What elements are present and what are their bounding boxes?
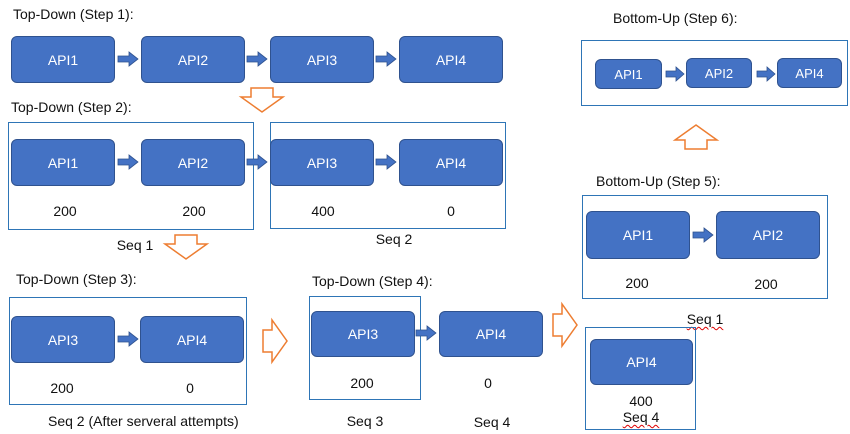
step1-api4-box: API4: [399, 36, 503, 83]
step5-title: Bottom-Up (Step 5):: [596, 173, 721, 189]
step3-arrow-icon: [117, 331, 139, 347]
step4-api3-value: 200: [350, 375, 374, 391]
step3-api3-value: 200: [50, 380, 74, 396]
step2-seq2-label: Seq 2: [375, 231, 413, 247]
step2-title: Top-Down (Step 2):: [11, 99, 132, 115]
step1-arrow-1-icon: [117, 51, 139, 67]
step2-api1-value: 200: [53, 203, 77, 219]
step3-title: Top-Down (Step 3):: [16, 271, 137, 287]
step6-api4-box: API4: [777, 58, 842, 88]
step6-arrow-1-icon: [665, 66, 685, 82]
step1-api3-box: API3: [270, 36, 374, 83]
step5-seq4-text: Seq 4: [622, 409, 660, 425]
step1-title: Top-Down (Step 1):: [13, 6, 134, 22]
step2-api4-box: API4: [399, 139, 503, 186]
hollow-right-arrow-1-icon: [262, 317, 288, 365]
step2-seq1-label: Seq 1: [116, 237, 154, 253]
step2-api3-box: API3: [270, 139, 374, 186]
step2-api1-box: API1: [11, 139, 115, 186]
hollow-down-arrow-1-icon: [238, 87, 286, 113]
step1-api1-box: API1: [11, 36, 115, 83]
step2-arrow-3-icon: [375, 154, 397, 170]
step1-arrow-2-icon: [246, 51, 268, 67]
step4-seq4-label: Seq 4: [473, 414, 511, 430]
step6-title: Bottom-Up (Step 6):: [613, 10, 738, 26]
step3-seq-label: Seq 2 (After serveral attempts): [48, 413, 239, 429]
hollow-down-arrow-2-icon: [162, 234, 210, 260]
step6-api1-box: API1: [595, 59, 662, 89]
step5-api1-value: 200: [625, 275, 649, 291]
hollow-right-arrow-2-icon: [552, 301, 578, 349]
step5-frame: [582, 195, 828, 299]
step5-api2-box: API2: [716, 211, 820, 259]
step3-frame: [9, 297, 247, 405]
step1-api2-box: API2: [141, 36, 245, 83]
step3-api3-box: API3: [11, 316, 115, 363]
step4-seq3-label: Seq 3: [346, 413, 384, 429]
step2-api2-box: API2: [141, 139, 245, 186]
step2-api2-value: 200: [182, 203, 206, 219]
step5-seq4-frame: [585, 327, 696, 430]
step5-seq4-label: Seq 4: [611, 409, 671, 425]
step4-title: Top-Down (Step 4):: [312, 273, 433, 289]
step2-arrow-1-icon: [117, 154, 139, 170]
step6-arrow-2-icon: [756, 66, 776, 82]
step2-seq1-frame: [8, 122, 254, 230]
hollow-up-arrow-icon: [672, 124, 720, 150]
step2-arrow-2-icon: [246, 154, 268, 170]
step3-api4-box: API4: [140, 316, 244, 363]
step4-seq3-frame: [309, 296, 421, 400]
step4-api4-value: 0: [484, 375, 492, 391]
step2-api4-value: 0: [447, 203, 455, 219]
step1-arrow-3-icon: [375, 51, 397, 67]
step5-api4-box: API4: [590, 339, 693, 385]
step5-seq-text: Seq 1: [686, 311, 724, 327]
step5-api1-box: API1: [586, 211, 690, 259]
step3-seq-text: Seq 2 (After serveral attempts): [48, 413, 239, 429]
step4-api4-box: API4: [439, 311, 543, 357]
step5-api4-value: 400: [629, 393, 653, 409]
step4-api3-box: API3: [311, 311, 415, 357]
step5-arrow-icon: [692, 227, 714, 243]
step6-frame: [581, 40, 848, 106]
step6-api2-box: API2: [686, 58, 752, 88]
step5-api2-value: 200: [754, 276, 778, 292]
step4-arrow-icon: [415, 325, 437, 341]
step3-api4-value: 0: [186, 380, 194, 396]
step2-api3-value: 400: [311, 203, 335, 219]
step5-seq-label: Seq 1: [675, 311, 735, 327]
